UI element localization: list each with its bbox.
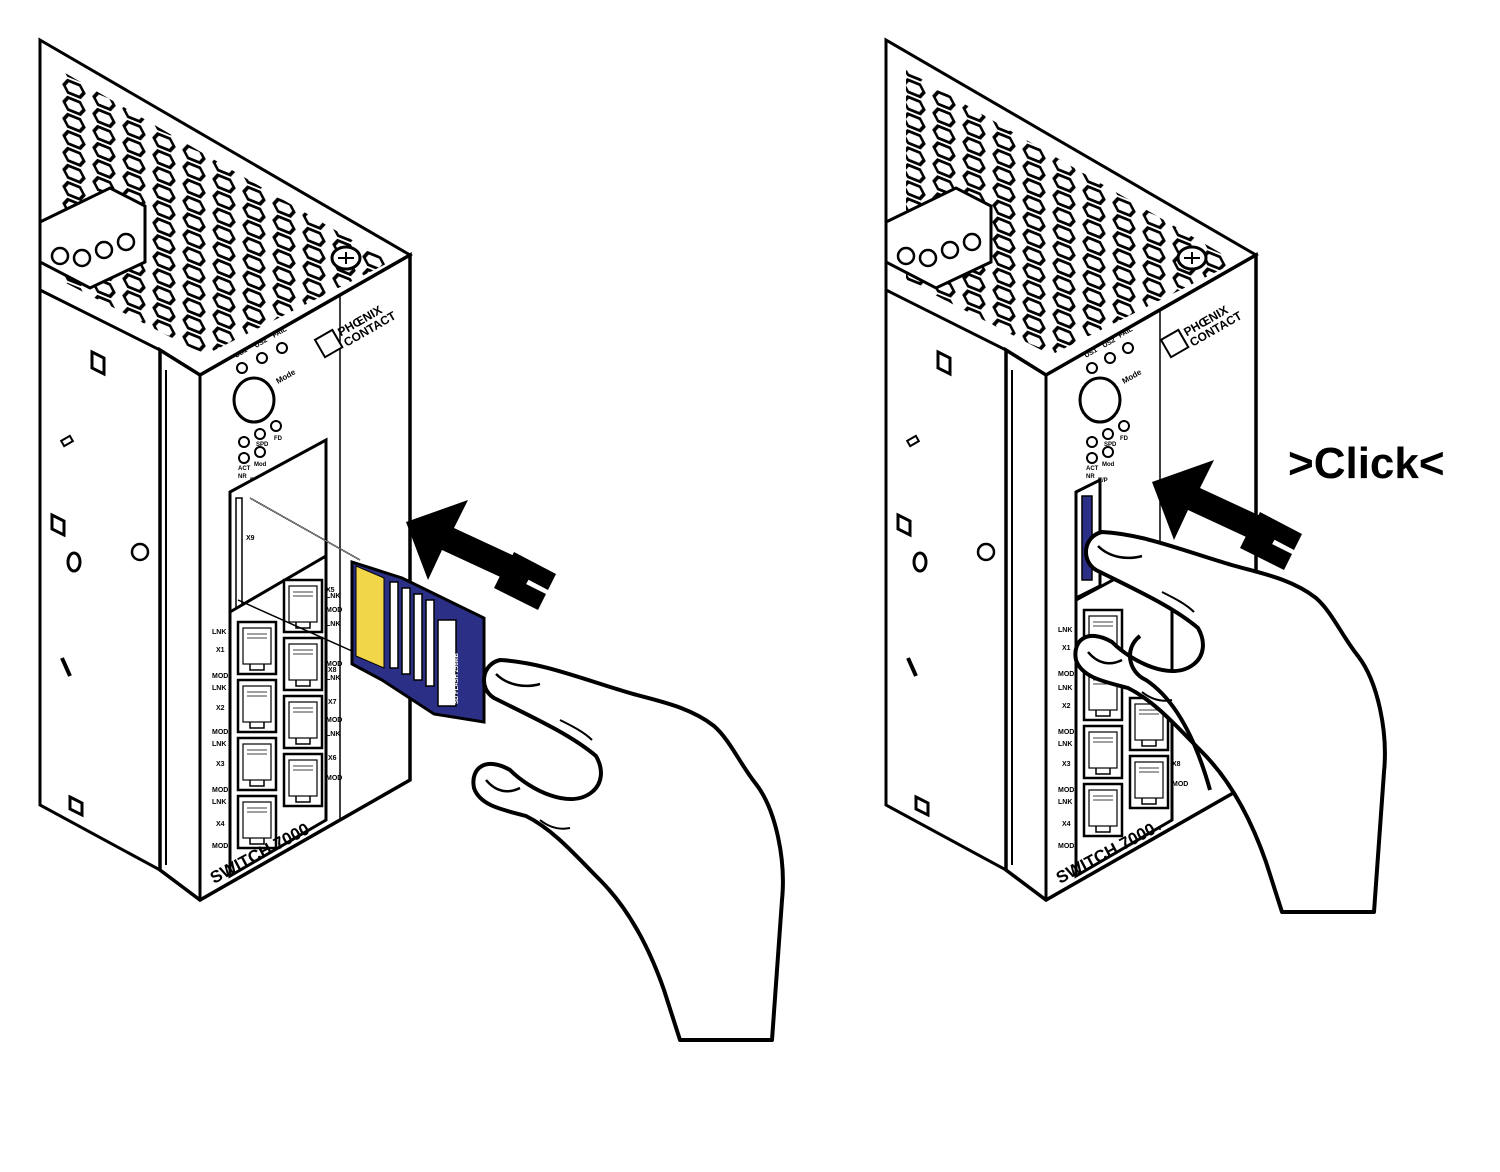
port-x4-top: LNK [1058, 799, 1072, 806]
honeycomb-vent [60, 70, 390, 355]
port-x6-name: X6 [328, 755, 337, 762]
port-x8-name: X8 [1172, 761, 1181, 768]
insertion-guide-lines [237, 497, 373, 661]
port-x2-bottom: MOD [212, 729, 228, 736]
screw-icon [1176, 245, 1208, 271]
led-act-label: ACT [1086, 466, 1099, 472]
led-act-label: ACT [238, 466, 251, 472]
hand-icon [471, 658, 785, 1042]
ethernet-ports: LNK X1 MOD LNK X2 MOD LNK X3 MOD LNK X4 … [212, 553, 342, 879]
power-terminal-block [38, 186, 147, 290]
port-x4-bottom: MOD [212, 843, 228, 850]
led-mod-label: Mod [1102, 462, 1115, 468]
led-fd-label: FD [274, 436, 283, 442]
port-x3-top: LNK [212, 741, 226, 748]
port-x6-bottom: MOD [326, 661, 342, 668]
sd-card-icon: Order No. 29 88 120 256MB SD FLASH 256MB [350, 559, 486, 724]
port-x2-bottom: MOD [1058, 729, 1074, 736]
port-x5-bottom: MOD [326, 607, 342, 614]
led-fd-label: FD [1120, 436, 1129, 442]
led-nr-label: NR [238, 474, 247, 480]
click-caption: >Click< [1288, 439, 1445, 488]
port-x1-bottom: MOD [212, 673, 228, 680]
port-x1-name: X1 [216, 647, 225, 654]
port-x8-bottom: MOD [326, 775, 342, 782]
port-x4-name: X4 [216, 821, 225, 828]
port-leds: SPD FD ACT Mod NR E/P [1086, 420, 1130, 484]
port-x1-name: X1 [1062, 645, 1071, 652]
led-spd-label: SPD [256, 442, 269, 448]
left-panel-insert-card: PHŒNIX CONTACT US1 US2 FAIL Mode SPD FD … [38, 37, 785, 1042]
port-x1-top: LNK [212, 629, 226, 636]
port-x7-top: LNK [326, 675, 340, 682]
port-x8-top: LNK [326, 731, 340, 738]
screw-icon [330, 245, 362, 271]
mode-button[interactable]: Mode [1078, 367, 1144, 424]
port-x8-name: X8 [328, 667, 337, 674]
port-x4-bottom: MOD [1058, 843, 1074, 850]
port-x4-top: LNK [212, 799, 226, 806]
port-x3-name: X3 [1062, 761, 1071, 768]
right-panel-card-clicked: PHŒNIX CONTACT US1 US2 FAIL Mode SPD FD … [884, 37, 1445, 914]
port-x3-name: X3 [216, 761, 225, 768]
port-x6-top: LNK [326, 621, 340, 628]
port-x2-top: LNK [1058, 685, 1072, 692]
sd-slot-label: X9 [246, 535, 255, 542]
power-terminal-block [884, 186, 993, 290]
port-x3-bottom: MOD [1058, 787, 1074, 794]
port-leds: SPD FD ACT Mod NR E/P [238, 420, 283, 484]
port-x7-name: X7 [328, 699, 337, 706]
honeycomb-vent [906, 70, 1236, 355]
led-spd-label: SPD [1104, 442, 1117, 448]
port-x2-name: X2 [216, 705, 225, 712]
side-wall-features [50, 349, 150, 818]
device-side-wall [884, 287, 1008, 873]
led-ep-label: E/P [1098, 478, 1108, 484]
port-x1-bottom: MOD [1058, 671, 1074, 678]
sd-card-line2: SD FLASH 256MB [454, 652, 460, 704]
hand-lower-fingers [1127, 634, 1212, 791]
port-x1-top: LNK [1058, 627, 1072, 634]
device-side-wall [38, 287, 162, 873]
port-x7-bottom: MOD [326, 717, 342, 724]
side-wall-features [896, 349, 996, 818]
led-nr-label: NR [1086, 474, 1095, 480]
port-x5-top: LNK [326, 593, 340, 600]
port-x8-bottom: MOD [1172, 781, 1188, 788]
port-x4-name: X4 [1062, 821, 1071, 828]
led-mod-label: Mod [254, 462, 267, 468]
port-x2-name: X2 [1062, 703, 1071, 710]
port-x2-top: LNK [212, 685, 226, 692]
sd-card-line1: Order No. 29 88 120 256MB [446, 626, 452, 704]
port-x3-bottom: MOD [212, 787, 228, 794]
port-x5-name: X5 [326, 587, 335, 594]
port-x3-top: LNK [1058, 741, 1072, 748]
